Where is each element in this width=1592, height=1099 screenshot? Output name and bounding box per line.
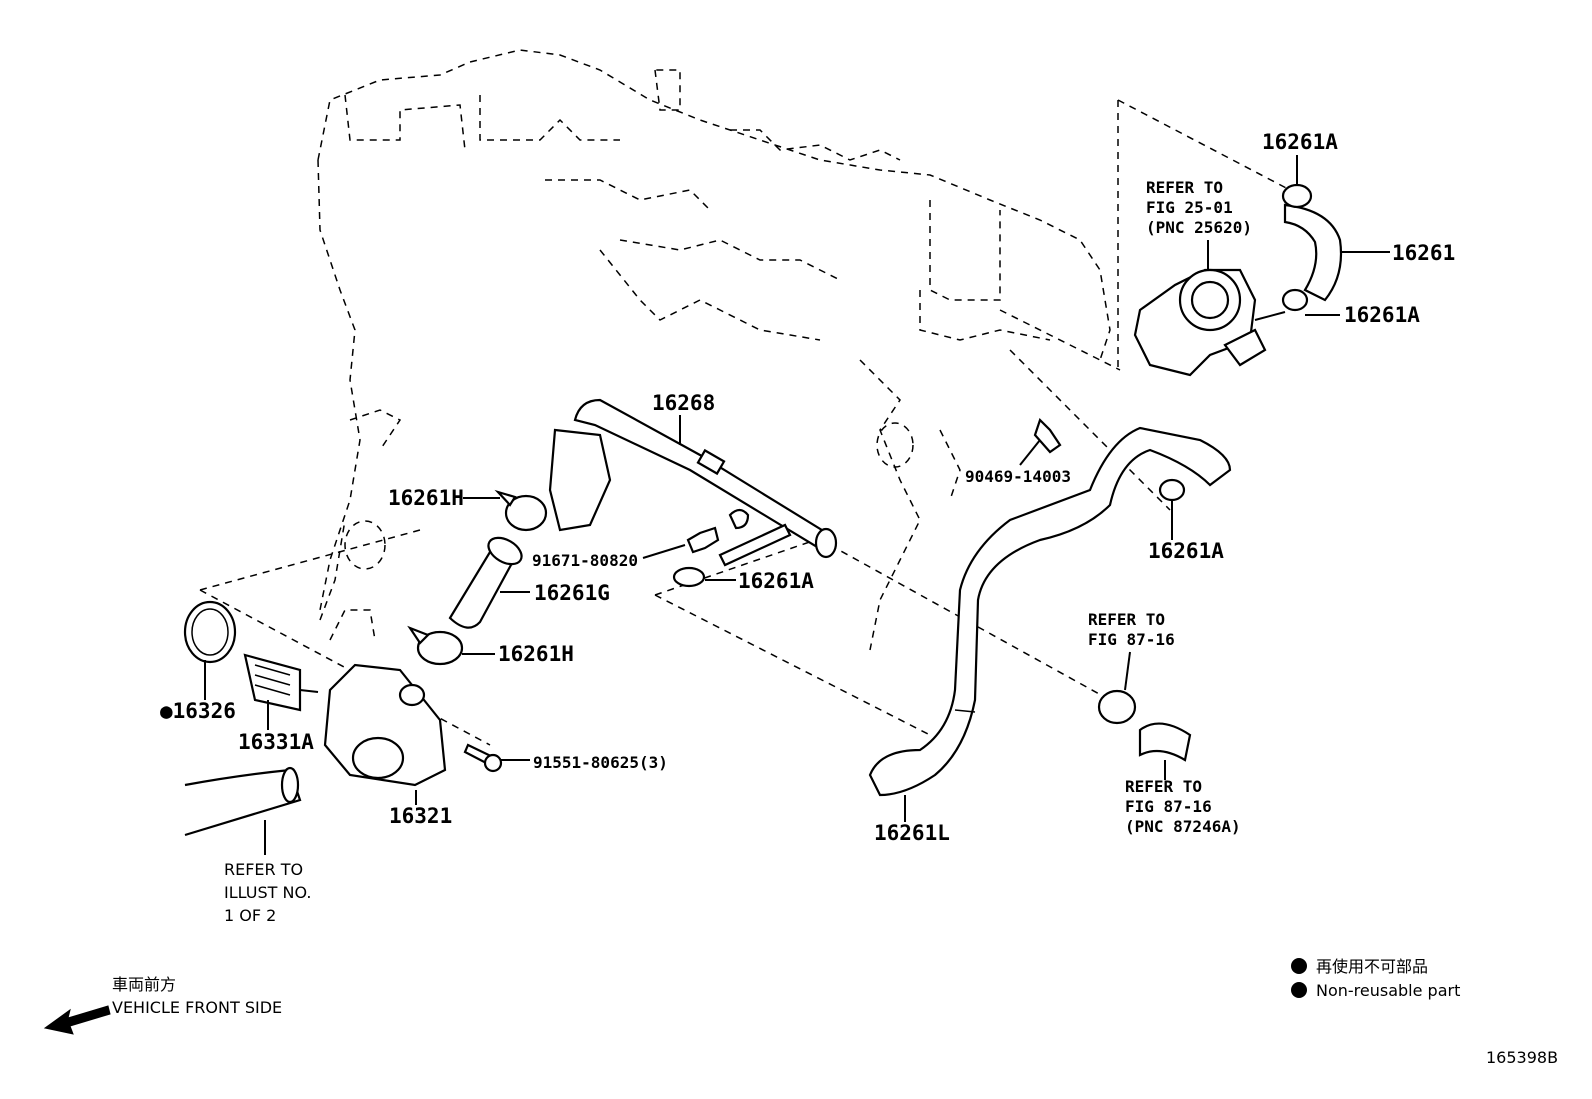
stud-91671 bbox=[686, 523, 792, 567]
label-16331A: 16331A bbox=[238, 730, 314, 754]
label-16261: 16261 bbox=[1392, 241, 1455, 265]
label-16261A-mid: 16261A bbox=[738, 569, 814, 593]
refer-fig25-line1: REFER TO bbox=[1146, 178, 1223, 197]
leader-lines bbox=[204, 155, 1390, 855]
vehicle-front-indicator: 車両前方 VEHICLE FRONT SIDE bbox=[43, 975, 282, 1035]
label-16261G: 16261G bbox=[534, 581, 610, 605]
refer-illust: REFER TO ILLUST NO. 1 OF 2 bbox=[224, 860, 311, 925]
legend: 再使用不可部品 Non-reusable part bbox=[1291, 957, 1460, 1000]
figure-id: 165398B bbox=[1486, 1048, 1558, 1067]
thermostat-16331A bbox=[243, 653, 319, 712]
hose-16261L bbox=[868, 426, 1232, 797]
refer-fig87-b-line3: (PNC 87246A) bbox=[1125, 817, 1241, 836]
legend-en: Non-reusable part bbox=[1316, 981, 1460, 1000]
direction-en: VEHICLE FRONT SIDE bbox=[112, 998, 282, 1017]
label-16261H-upper: 16261H bbox=[388, 486, 464, 510]
housing-16321 bbox=[323, 663, 447, 787]
front-arrow-icon bbox=[43, 1005, 111, 1035]
label-16268: 16268 bbox=[652, 391, 715, 415]
clamp-16261A-top bbox=[1281, 183, 1313, 209]
refer-fig25-line2: FIG 25-01 bbox=[1146, 198, 1233, 217]
refer-fig87-b-line2: FIG 87-16 bbox=[1125, 797, 1212, 816]
refer-fig87-b: REFER TO FIG 87-16 (PNC 87246A) bbox=[1125, 777, 1241, 836]
clamp-16261A-right bbox=[1281, 288, 1309, 312]
refer-fig87-a-line1: REFER TO bbox=[1088, 610, 1165, 629]
label-90469-14003: 90469-14003 bbox=[965, 467, 1071, 486]
hose-fig87 bbox=[1097, 689, 1192, 762]
label-91551-80625: 91551-80625(3) bbox=[533, 753, 668, 772]
refer-fig25-line3: (PNC 25620) bbox=[1146, 218, 1252, 237]
hose-illust-ref bbox=[184, 766, 302, 837]
clamp-16261H-upper bbox=[494, 489, 548, 532]
refer-fig87-a: REFER TO FIG 87-16 bbox=[1088, 610, 1175, 649]
clamp-16261A-hose bbox=[1158, 478, 1186, 502]
label-16261A-hose: 16261A bbox=[1148, 539, 1224, 563]
label-91671-80820: 91671-80820 bbox=[532, 551, 638, 570]
label-16261L: 16261L bbox=[874, 821, 950, 845]
clamp-16261A-mid bbox=[672, 566, 706, 588]
pipe-16268 bbox=[548, 398, 838, 559]
throttle-assembly bbox=[1133, 268, 1286, 377]
legend-dot-icon bbox=[1291, 958, 1307, 974]
engine-outline bbox=[317, 49, 1111, 651]
label-16321: 16321 bbox=[389, 804, 452, 828]
direction-jp: 車両前方 bbox=[112, 975, 176, 994]
refer-fig87-a-line2: FIG 87-16 bbox=[1088, 630, 1175, 649]
legend-jp: 再使用不可部品 bbox=[1316, 957, 1428, 976]
refer-fig87-b-line1: REFER TO bbox=[1125, 777, 1202, 796]
label-16261A-top: 16261A bbox=[1262, 130, 1338, 154]
legend-dot-icon bbox=[1291, 982, 1307, 998]
clamp-16261H-lower bbox=[407, 625, 464, 666]
hose-16261 bbox=[1283, 203, 1343, 302]
clip-90469 bbox=[1033, 417, 1062, 454]
refer-illust-line2: ILLUST NO. bbox=[224, 883, 311, 902]
label-16261H-lower: 16261H bbox=[498, 642, 574, 666]
refer-fig25: REFER TO FIG 25-01 (PNC 25620) bbox=[1146, 178, 1252, 237]
label-16261A-right: 16261A bbox=[1344, 303, 1420, 327]
gasket-16326 bbox=[183, 600, 237, 664]
refer-illust-line3: 1 OF 2 bbox=[224, 906, 276, 925]
label-16326: ●16326 bbox=[160, 699, 236, 723]
refer-illust-line1: REFER TO bbox=[224, 860, 303, 879]
callout-labels: 16261A 16261 16261A 16268 90469-14003 16… bbox=[160, 130, 1455, 845]
hose-16261G bbox=[448, 536, 523, 629]
bolt-91551 bbox=[463, 743, 503, 773]
